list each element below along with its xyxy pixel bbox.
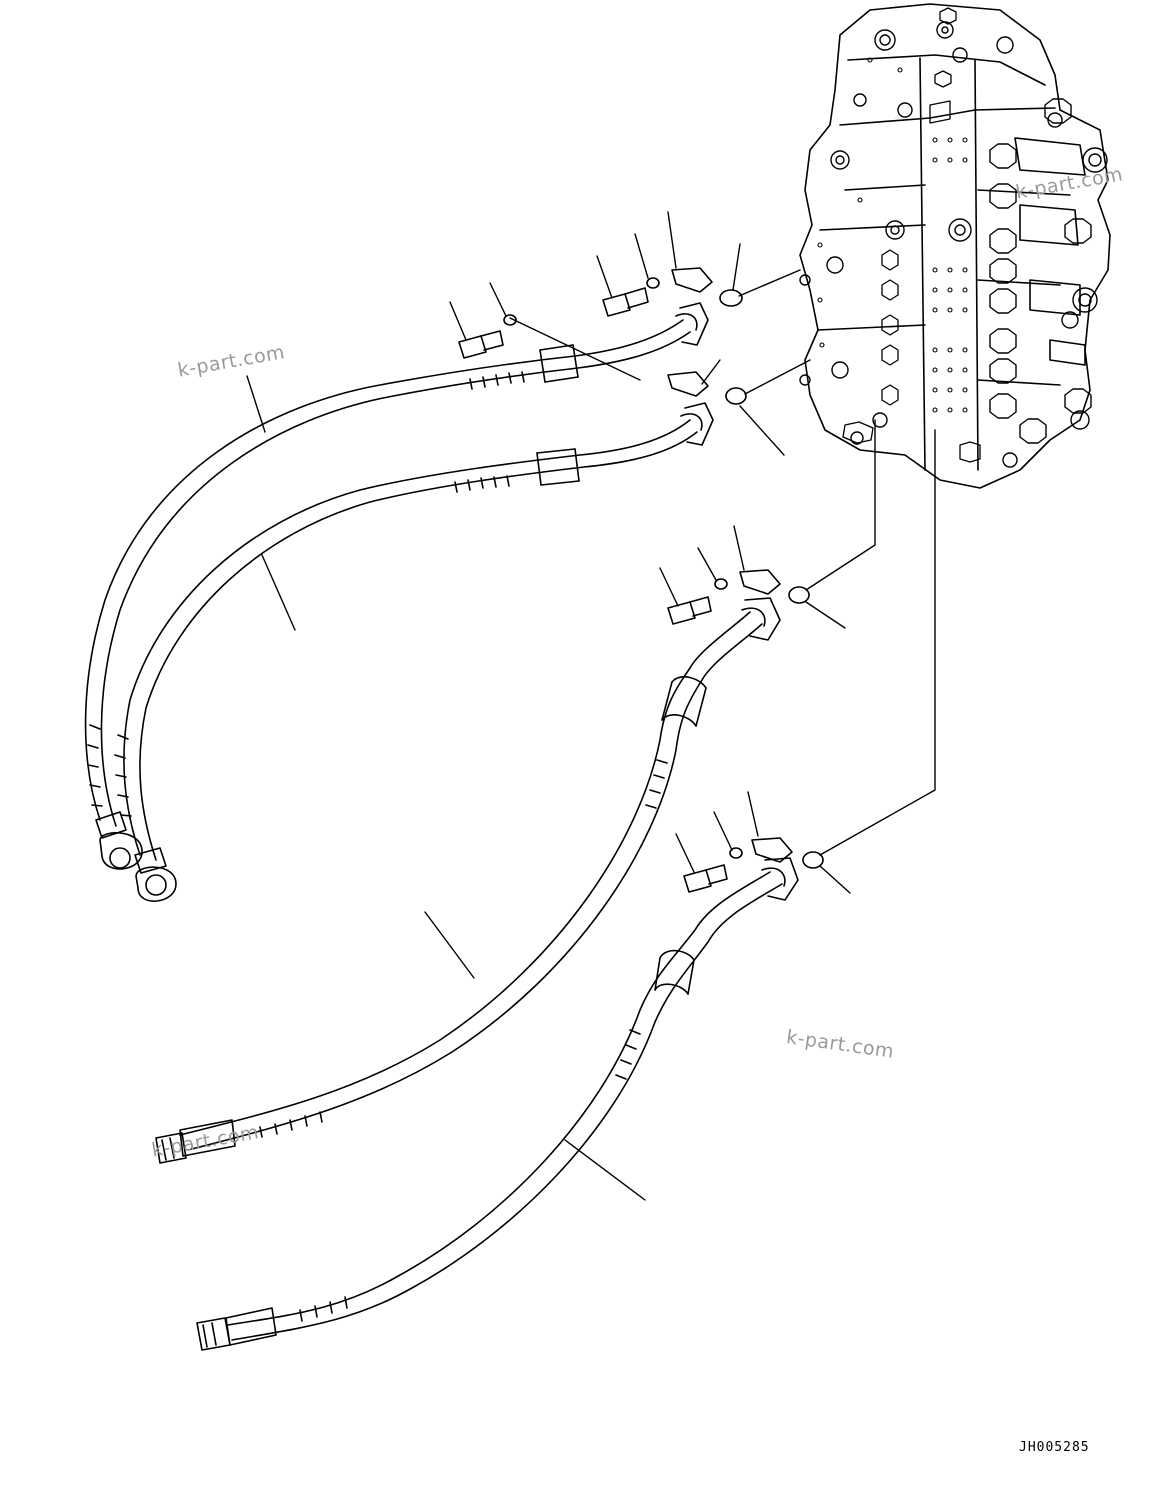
hose-2 — [115, 403, 713, 901]
control-valve-assembly — [800, 4, 1110, 488]
leader-lines[interactable] — [247, 212, 935, 1200]
hose-3 — [156, 598, 780, 1163]
fastener-set-b — [459, 315, 746, 404]
drawing-code: JH005285 — [1019, 1440, 1090, 1455]
fastener-set-d — [684, 838, 823, 892]
hose-4 — [197, 858, 798, 1350]
hose-1 — [86, 303, 708, 869]
fastener-set-c — [668, 570, 809, 624]
fastener-set-a — [603, 268, 742, 316]
